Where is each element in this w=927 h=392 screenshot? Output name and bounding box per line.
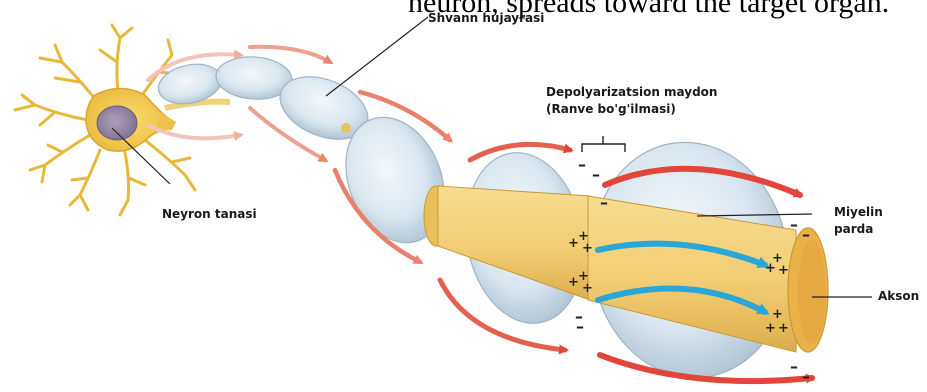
nucleolus bbox=[107, 114, 119, 124]
minus-sign: – bbox=[802, 367, 810, 386]
plus-sign: + bbox=[582, 281, 593, 296]
schwann-leader-line bbox=[326, 17, 428, 96]
schwann-cell-chain bbox=[155, 54, 462, 257]
neuron-nucleus bbox=[97, 106, 137, 140]
plus-sign: + bbox=[582, 241, 593, 256]
minus-sign: – bbox=[790, 357, 798, 376]
neuron-body-label: Neyron tanasi bbox=[162, 206, 257, 223]
plus-sign: + bbox=[765, 321, 776, 336]
minus-sign: – bbox=[576, 317, 584, 336]
minus-sign: – bbox=[600, 193, 608, 212]
myelin-label-line2: parda bbox=[834, 221, 873, 238]
ranvier-node-bracket bbox=[582, 136, 625, 152]
plus-sign: + bbox=[778, 321, 789, 336]
minus-sign: – bbox=[578, 155, 586, 174]
myelin-label-line1: Miyelin bbox=[834, 204, 883, 221]
minus-sign: – bbox=[802, 225, 810, 244]
plus-sign: + bbox=[772, 307, 783, 322]
myelinated-axon bbox=[424, 130, 828, 391]
plus-sign: + bbox=[778, 263, 789, 278]
plus-sign: + bbox=[765, 261, 776, 276]
axon-label: Akson bbox=[878, 288, 919, 305]
depolarization-label-line1: Depolyarizatsion maydon bbox=[546, 84, 717, 101]
schwann-cell-label: Shvann hujayrasi bbox=[428, 10, 544, 27]
minus-sign: – bbox=[790, 215, 798, 234]
minus-sign: – bbox=[592, 165, 600, 184]
depolarization-label-line2: (Ranve bo'g'ilmasi) bbox=[546, 101, 676, 118]
